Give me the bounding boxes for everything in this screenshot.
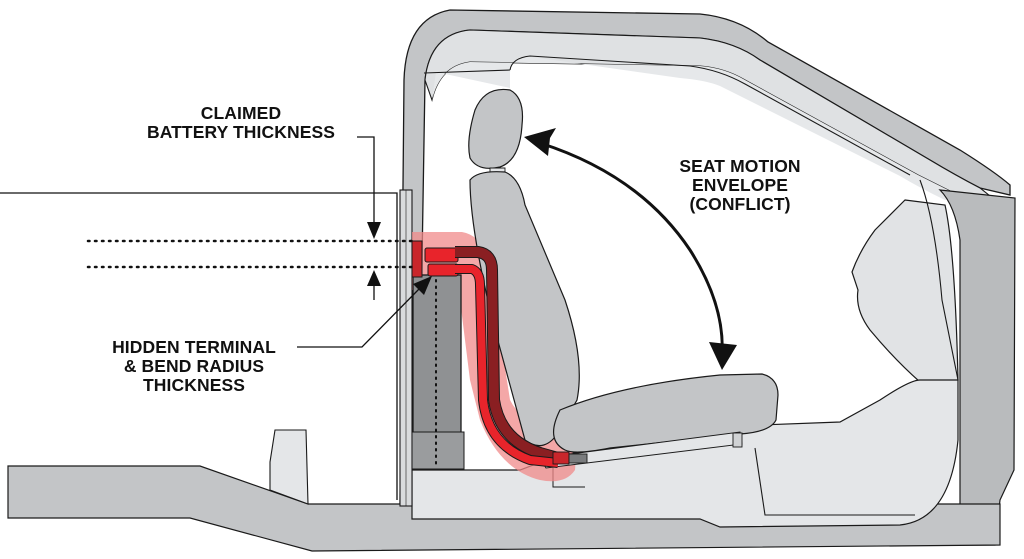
floor-step: [269, 429, 309, 505]
windshield-edge: [919, 179, 959, 381]
seat-motion-envelope-label: SEAT MOTION ENVELOPE (CONFLICT): [660, 157, 820, 214]
dashboard: [851, 199, 959, 383]
headrest: [468, 88, 524, 169]
label-line: BATTERY THICKNESS: [146, 122, 336, 142]
terminal-top: [424, 247, 459, 263]
hidden-arrow: [413, 276, 432, 295]
label-line: & BEND RADIUS: [123, 356, 265, 376]
claimed-leader: [357, 136, 375, 222]
label-line: ENVELOPE: [691, 175, 789, 195]
claimed-arrow-down: [367, 222, 381, 239]
label-line: THICKNESS: [142, 375, 246, 395]
label-line: (CONFLICT): [689, 194, 791, 214]
hidden-leader: [297, 287, 421, 348]
label-line: HIDDEN TERMINAL: [112, 337, 276, 357]
battery-base: [411, 431, 465, 470]
terminal-bracket: [411, 240, 423, 278]
cable-connector: [552, 451, 570, 465]
seat-rail-bracket: [732, 432, 743, 448]
terminal-bottom: [427, 263, 459, 277]
reference-outline: [0, 192, 398, 500]
seat-motion-arrow-top: [524, 128, 556, 156]
label-line: SEAT MOTION: [679, 156, 801, 176]
claimed-arrow-up: [367, 270, 381, 286]
seat-motion-arc: [539, 141, 724, 356]
claimed-battery-thickness-label: CLAIMED BATTERY THICKNESS: [128, 104, 354, 142]
label-line: CLAIMED: [200, 103, 282, 123]
a-pillar-panel: [938, 189, 1016, 546]
hidden-terminal-label: HIDDEN TERMINAL & BEND RADIUS THICKNESS: [94, 338, 294, 395]
seat-cushion: [553, 373, 779, 453]
seat-base-floor: [411, 379, 959, 528]
seat-motion-arrow-bottom: [709, 342, 737, 370]
